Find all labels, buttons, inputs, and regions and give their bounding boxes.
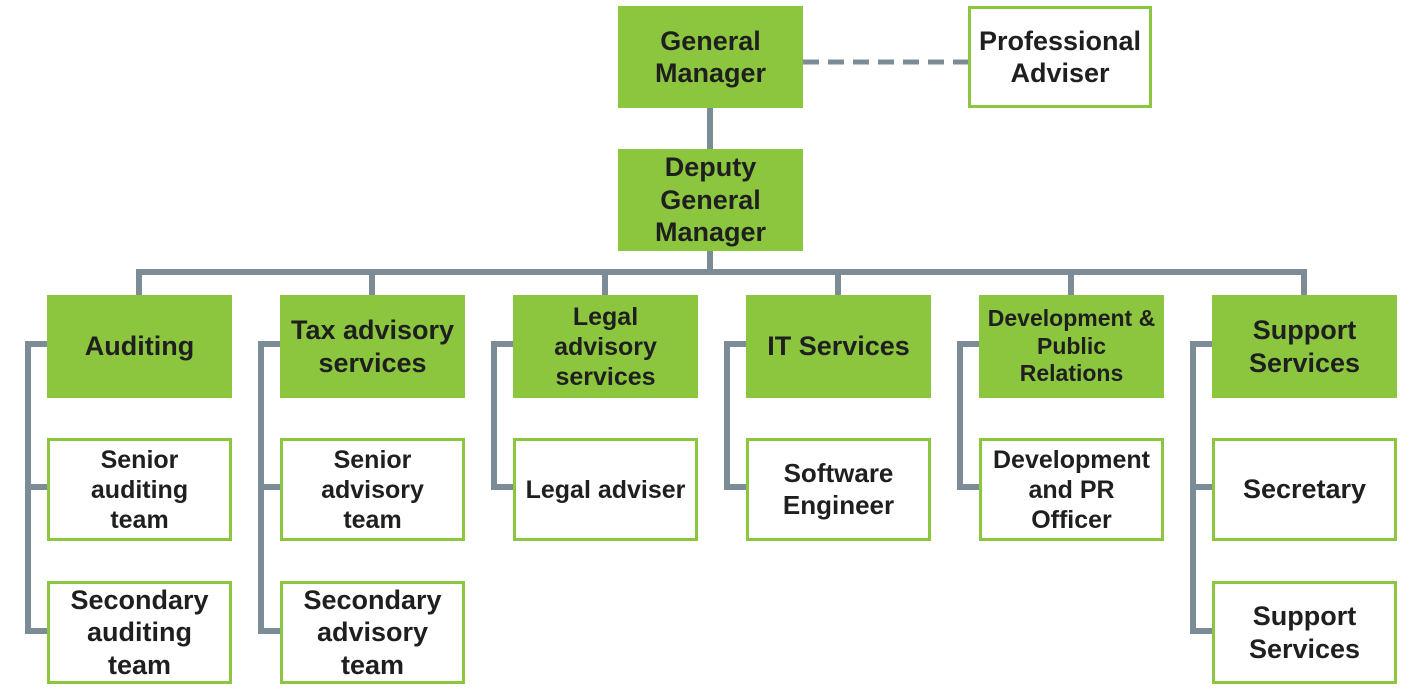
node-dept-legal-advisory: Legal advisory services (513, 295, 698, 398)
node-dept-tax-advisory: Tax advisory services (280, 295, 465, 398)
node-senior-auditing-team: Senior auditing team (47, 438, 232, 541)
connector-spine-dev (957, 341, 980, 490)
node-support-services-child: Support Services (1212, 581, 1397, 684)
node-dept-auditing: Auditing (47, 295, 232, 398)
node-dept-development-pr: Development & Public Relations (979, 295, 1164, 398)
node-senior-advisory-team: Senior advisory team (280, 438, 465, 541)
node-legal-adviser: Legal adviser (513, 438, 698, 541)
node-deputy-general-manager: Deputy General Manager (618, 149, 803, 251)
node-general-manager: General Manager (618, 6, 803, 108)
node-dept-it-services: IT Services (746, 295, 931, 398)
node-secretary: Secretary (1212, 438, 1397, 541)
connector-spine-legal (491, 341, 514, 490)
node-secondary-auditing-team: Secondary auditing team (47, 581, 232, 684)
connector-spine-it (724, 341, 747, 490)
node-professional-adviser: Professional Adviser (968, 6, 1152, 108)
node-dept-support-services: Support Services (1212, 295, 1397, 398)
node-software-engineer: Software Engineer (746, 438, 931, 541)
node-secondary-advisory-team: Secondary advisory team (280, 581, 465, 684)
node-development-pr-officer: Development and PR Officer (979, 438, 1164, 541)
